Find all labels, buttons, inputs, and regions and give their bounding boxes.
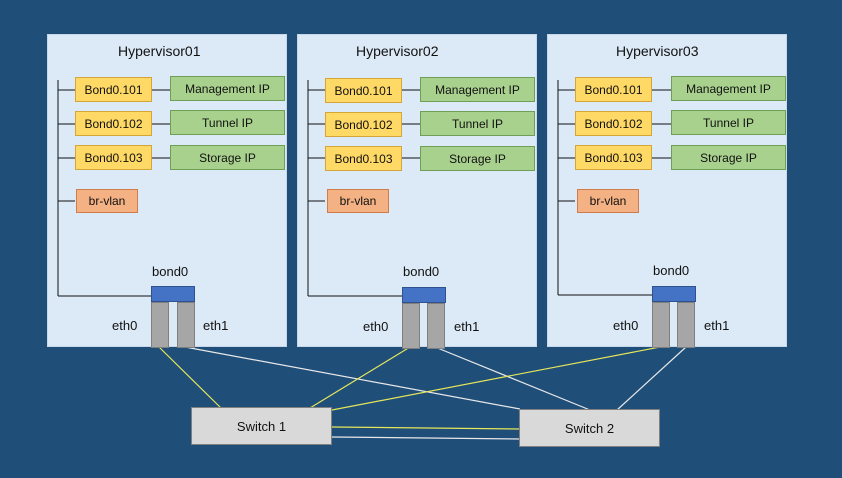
br-vlan-box: br-vlan <box>76 189 138 213</box>
bond0-label: bond0 <box>152 264 189 279</box>
eth1-port <box>177 302 195 348</box>
subinterface-bond0-103: Bond0.103 <box>75 145 152 170</box>
tunnel-ip-box: Tunnel IP <box>420 111 535 136</box>
eth1-port <box>677 302 695 348</box>
link-hv02-eth1-switch2 <box>434 346 591 411</box>
link-switch1-switch2-a <box>331 426 521 430</box>
eth0-port <box>151 302 169 348</box>
hypervisor-panel: Hypervisor02 Bond0.101 Bond0.102 Bond0.1… <box>297 34 537 349</box>
bond0-bar <box>151 286 195 302</box>
management-ip-box: Management IP <box>420 77 535 102</box>
link-switch1-switch2-b <box>331 436 521 440</box>
hypervisor-title: Hypervisor01 <box>118 43 201 59</box>
management-ip-box: Management IP <box>671 76 786 101</box>
br-vlan-box: br-vlan <box>577 189 639 213</box>
internal-wiring <box>57 80 170 297</box>
subinterface-bond0-103: Bond0.103 <box>325 146 402 171</box>
storage-ip-box: Storage IP <box>671 145 786 170</box>
tunnel-ip-box: Tunnel IP <box>671 110 786 135</box>
bond0-label: bond0 <box>403 264 440 279</box>
link-hv03-eth1-switch2 <box>616 346 687 411</box>
bond0-label: bond0 <box>653 263 690 278</box>
eth1-port <box>427 303 445 349</box>
link-hv03-eth0-switch1 <box>331 346 661 411</box>
tunnel-ip-box: Tunnel IP <box>170 110 285 135</box>
link-hv01-eth1-switch2 <box>184 346 521 410</box>
subinterface-bond0-101: Bond0.101 <box>325 78 402 103</box>
management-ip-box: Management IP <box>170 76 285 101</box>
storage-ip-box: Storage IP <box>420 146 535 171</box>
subinterface-bond0-102: Bond0.102 <box>325 112 402 137</box>
subinterface-bond0-101: Bond0.101 <box>575 77 652 102</box>
storage-ip-box: Storage IP <box>170 145 285 170</box>
bond0-bar <box>652 286 696 302</box>
eth0-label: eth0 <box>363 319 389 334</box>
hypervisor-title: Hypervisor03 <box>616 43 699 59</box>
subinterface-bond0-102: Bond0.102 <box>75 111 152 136</box>
subinterface-bond0-103: Bond0.103 <box>575 145 652 170</box>
eth1-label: eth1 <box>203 318 229 333</box>
switch-1: Switch 1 <box>191 407 332 445</box>
bond0-bar <box>402 287 446 303</box>
switch-2: Switch 2 <box>519 409 660 447</box>
hypervisor-title: Hypervisor02 <box>356 43 439 59</box>
eth0-port <box>652 302 670 348</box>
subinterface-bond0-101: Bond0.101 <box>75 77 152 102</box>
eth1-label: eth1 <box>454 319 480 334</box>
hypervisor-panel: Hypervisor01 Bond0.101 Bond0.102 Bond0.1… <box>47 34 287 348</box>
eth0-label: eth0 <box>613 318 639 333</box>
subinterface-bond0-102: Bond0.102 <box>575 111 652 136</box>
eth1-label: eth1 <box>704 318 730 333</box>
br-vlan-box: br-vlan <box>327 189 389 213</box>
internal-wiring <box>307 80 420 297</box>
hypervisor-panel: Hypervisor03 Bond0.101 Bond0.102 Bond0.1… <box>547 34 787 348</box>
link-hv02-eth0-switch1 <box>309 346 411 409</box>
eth0-label: eth0 <box>112 318 138 333</box>
eth0-port <box>402 303 420 349</box>
internal-wiring <box>557 80 671 296</box>
link-hv01-eth0-switch1 <box>158 346 223 410</box>
